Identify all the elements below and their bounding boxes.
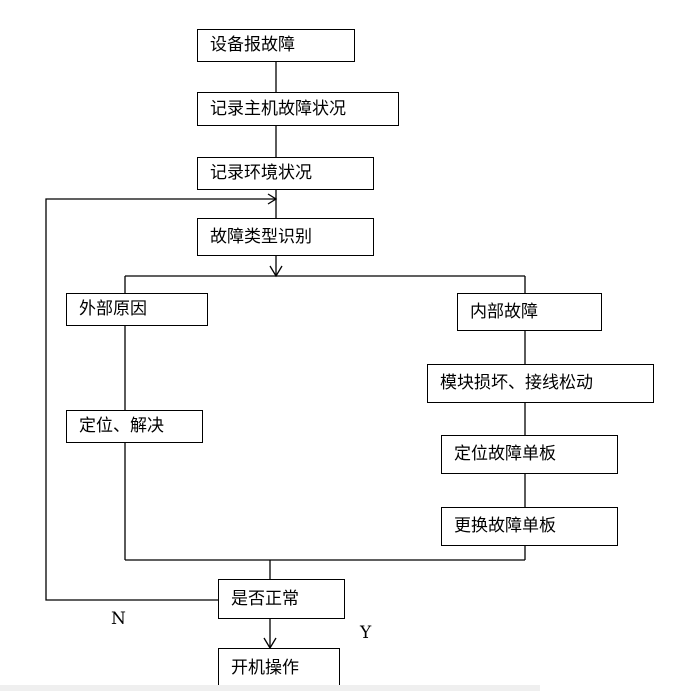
node-internal-fault: 内部故障 bbox=[457, 293, 602, 331]
node-module-damage: 模块损坏、接线松动 bbox=[427, 364, 654, 403]
node-is-normal: 是否正常 bbox=[218, 579, 345, 619]
arrow-head-loop bbox=[267, 193, 278, 205]
node-fault-type: 故障类型识别 bbox=[197, 218, 374, 256]
edge-label-no: N bbox=[111, 609, 126, 629]
node-replace-board: 更换故障单板 bbox=[441, 507, 618, 546]
node-boot: 开机操作 bbox=[218, 648, 340, 688]
node-record-host: 记录主机故障状况 bbox=[197, 92, 399, 126]
node-locate-resolve: 定位、解决 bbox=[66, 410, 203, 443]
bottom-strip bbox=[0, 685, 540, 691]
edge-loop-back bbox=[45, 198, 276, 601]
node-locate-board: 定位故障单板 bbox=[441, 435, 618, 474]
node-external-cause: 外部原因 bbox=[66, 293, 208, 326]
node-device-report: 设备报故障 bbox=[197, 29, 355, 62]
edge-label-yes: Y bbox=[360, 623, 372, 643]
node-record-env: 记录环境状况 bbox=[197, 157, 374, 190]
